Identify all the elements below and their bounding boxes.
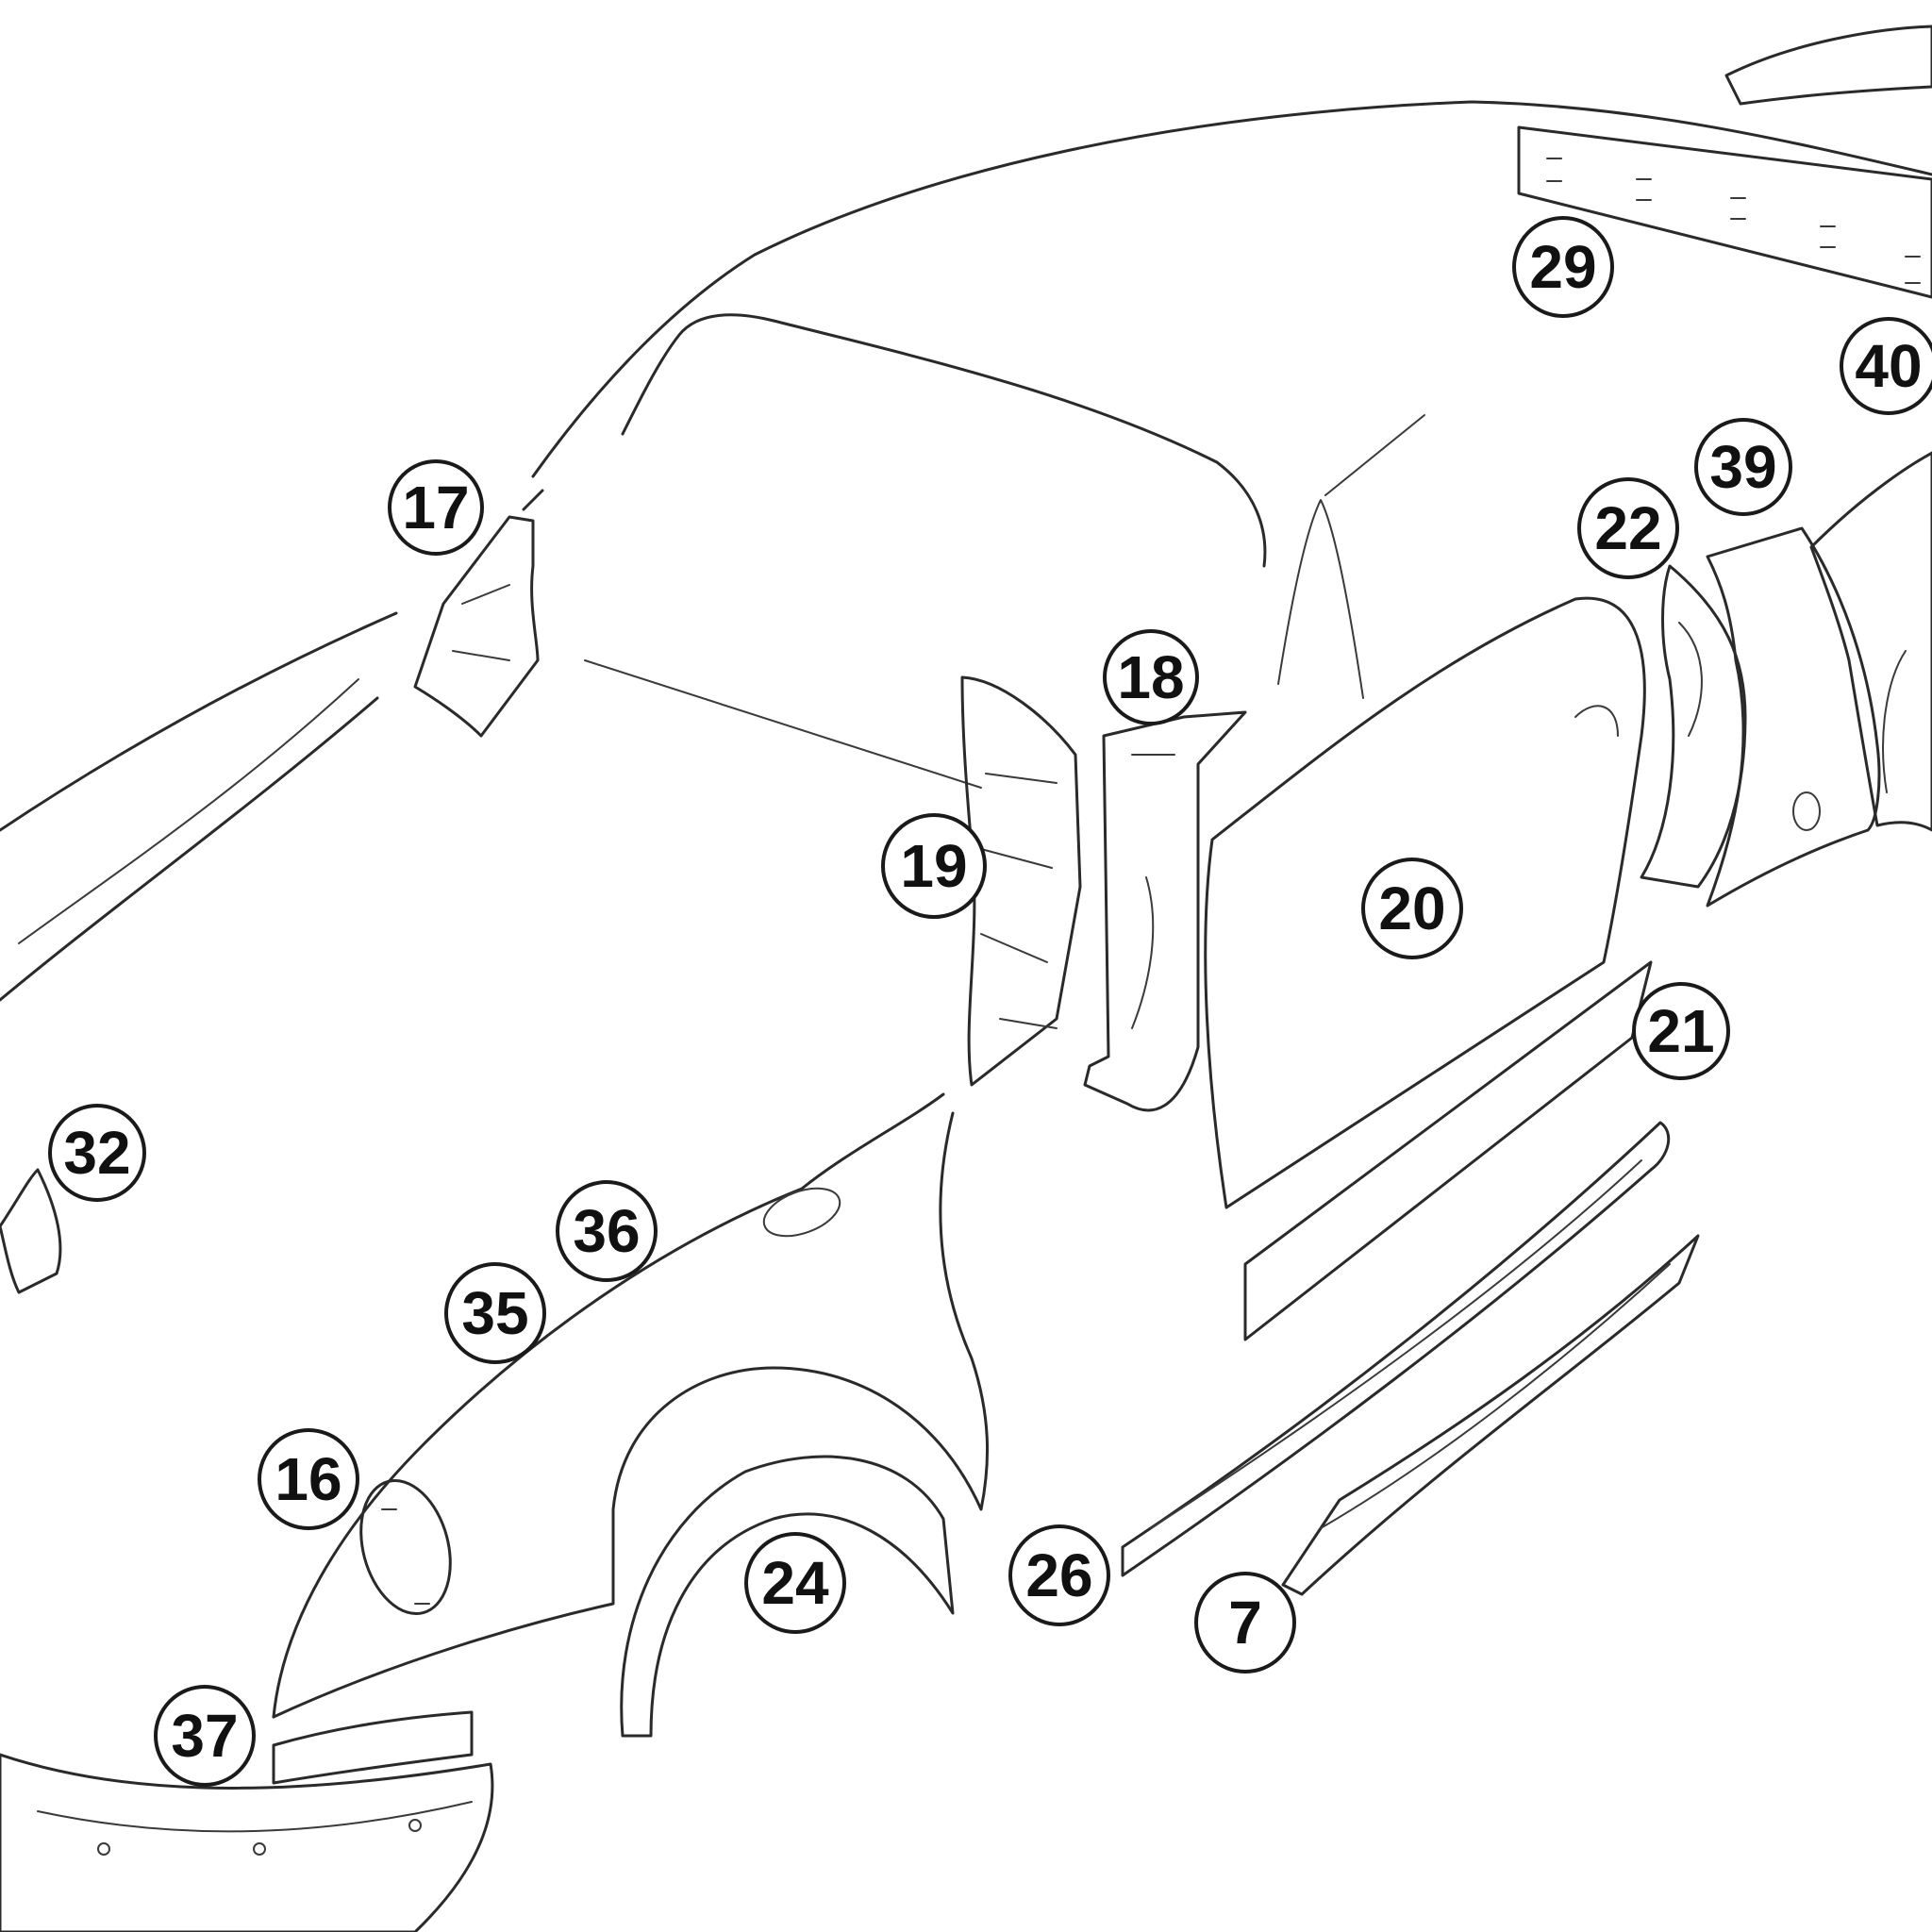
callout-32: 32: [48, 1104, 146, 1202]
callout-label: 39: [1709, 433, 1776, 501]
callout-label: 36: [573, 1197, 640, 1265]
callout-label: 26: [1025, 1541, 1092, 1609]
rear-arc-strip: [1724, 25, 1932, 106]
callout-label: 35: [461, 1279, 528, 1347]
callout-label: 40: [1855, 332, 1922, 400]
a-pillar-bracket: [413, 489, 544, 738]
callout-35: 35: [444, 1262, 546, 1364]
a-pillar-inner-panel: [960, 675, 1082, 1087]
callout-17: 17: [388, 459, 484, 556]
callout-label: 37: [171, 1702, 238, 1770]
rear-fender: [1809, 451, 1932, 832]
callout-19: 19: [881, 813, 987, 919]
callout-24: 24: [744, 1532, 846, 1634]
b-pillar: [1083, 710, 1247, 1112]
callout-label: 7: [1228, 1589, 1262, 1657]
callout-26: 26: [1008, 1524, 1110, 1626]
callout-label: 18: [1117, 643, 1184, 711]
roof-rail-strip: [1517, 125, 1932, 299]
roof-outline: [531, 100, 1932, 789]
headlamp-bucket: [359, 1478, 452, 1616]
callout-22: 22: [1577, 477, 1679, 579]
sill-panel: [1121, 1121, 1671, 1577]
callout-29: 29: [1512, 216, 1614, 318]
callout-label: 16: [275, 1445, 341, 1513]
callout-label: 19: [900, 832, 967, 900]
callout-36: 36: [556, 1180, 658, 1282]
front-corner-cap: [0, 1168, 62, 1294]
door-skin: [1204, 596, 1646, 1209]
callout-label: 17: [402, 474, 469, 541]
callout-7: 7: [1194, 1572, 1296, 1674]
callout-label: 32: [63, 1119, 130, 1187]
callout-20: 20: [1361, 858, 1463, 959]
rocker-cover-panel: [1243, 960, 1653, 1341]
hood-side-rail: [0, 611, 398, 1002]
callout-39: 39: [1694, 418, 1792, 516]
callout-label: 22: [1594, 494, 1661, 562]
rear-quarter-panel: [1706, 526, 1881, 908]
callout-label: 29: [1529, 233, 1596, 301]
callout-16: 16: [258, 1428, 359, 1530]
c-pillar-bracket: [1640, 564, 1747, 889]
front-fender: [272, 1092, 990, 1719]
callout-label: 24: [761, 1549, 829, 1617]
inner-sill: [1281, 1234, 1700, 1596]
wheel-arch-lip: [620, 1455, 955, 1738]
callout-40: 40: [1840, 317, 1932, 415]
callout-21: 21: [1632, 982, 1730, 1080]
callout-37: 37: [154, 1685, 256, 1787]
callout-label: 20: [1378, 874, 1445, 942]
front-valance: [0, 1710, 494, 1932]
callout-label: 21: [1647, 997, 1714, 1065]
callout-18: 18: [1103, 629, 1199, 725]
